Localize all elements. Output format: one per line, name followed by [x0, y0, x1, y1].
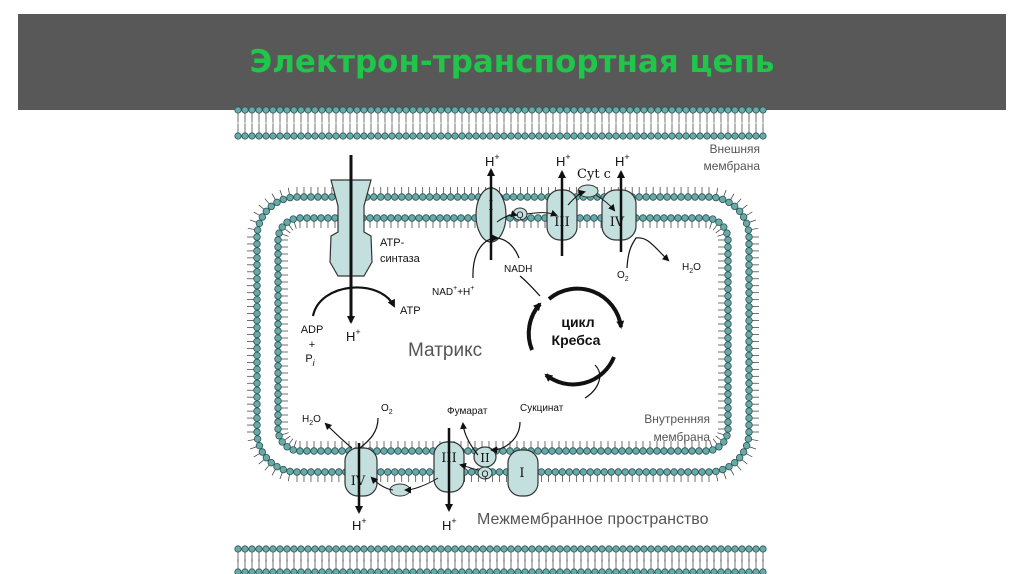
outer-membrane-top — [234, 106, 767, 140]
complex-I-bottom: I — [507, 449, 539, 497]
atp-synthase — [311, 155, 395, 324]
proton-c4-bottom: H+ — [352, 516, 367, 533]
matrix-label: Матрикс — [408, 340, 482, 361]
outer-membrane-label-2: мембрана — [703, 159, 760, 173]
plus-label: + — [309, 339, 315, 351]
krebs-label-1: цикл — [561, 314, 594, 330]
outer-membrane-label-1: Внешняя — [709, 142, 760, 156]
outer-membrane-bottom — [234, 545, 767, 574]
slide-title: Электрон-транспортная цепь — [249, 44, 775, 80]
q-top-label: Q — [516, 210, 523, 220]
complex-I-bottom-label: I — [519, 466, 524, 481]
complex-III-bottom-label: III — [441, 451, 456, 466]
title-bar: Электрон-транспортная цепь — [18, 14, 1006, 110]
water-bottom: H2O — [302, 414, 321, 427]
complex-IV-bottom-label: IV — [351, 474, 366, 489]
atp-synthase-label-1: ATP- — [380, 237, 405, 249]
complex-III-top: III — [546, 170, 578, 256]
complex-IV-bottom: IV — [344, 443, 378, 514]
nadh-label: NADH — [504, 264, 532, 275]
krebs-cycle: цикл Кребса — [519, 275, 625, 399]
intermembrane-space-label: Межмембранное пространство — [477, 511, 709, 528]
nad-label: NAD++H+ — [432, 285, 474, 298]
oxygen-bottom: O2 — [381, 403, 393, 416]
cyt-c-label: Cyt c — [577, 167, 611, 182]
proton-c3-bottom: H+ — [442, 516, 457, 533]
inner-membrane-label-2: мембрана — [653, 430, 710, 444]
q-top: Q — [512, 207, 528, 221]
krebs-label-2: Кребса — [552, 332, 601, 348]
complex-IV-top: IV — [601, 170, 637, 252]
complex-III-bottom: III — [433, 428, 465, 512]
complex-IV-top-label: IV — [610, 215, 625, 230]
proton-c1: H+ — [485, 152, 500, 169]
adp-label: ADP — [301, 324, 324, 336]
pi-label: Pi — [305, 353, 315, 368]
q-bottom-label: Q — [481, 469, 488, 479]
atp-synthase-label-2: синтаза — [380, 253, 421, 265]
complex-I-label: I — [488, 199, 493, 214]
complex-I-top: I — [475, 168, 507, 260]
succinate-label: Сукцинат — [520, 403, 564, 414]
proton-atp: H+ — [346, 327, 361, 344]
q-bottom: Q — [477, 466, 493, 480]
complex-II-label: II — [480, 451, 490, 465]
atp-label: ATP — [400, 305, 421, 317]
proton-c3: H+ — [556, 152, 571, 169]
complex-III-top-label: III — [554, 215, 569, 230]
water-top: H2O — [682, 262, 701, 275]
inner-membrane-label-1: Внутренняя — [644, 412, 710, 426]
proton-c4: H+ — [615, 152, 630, 169]
fumarate-label: Фумарат — [447, 406, 488, 417]
oxygen-top: O2 — [617, 270, 629, 283]
